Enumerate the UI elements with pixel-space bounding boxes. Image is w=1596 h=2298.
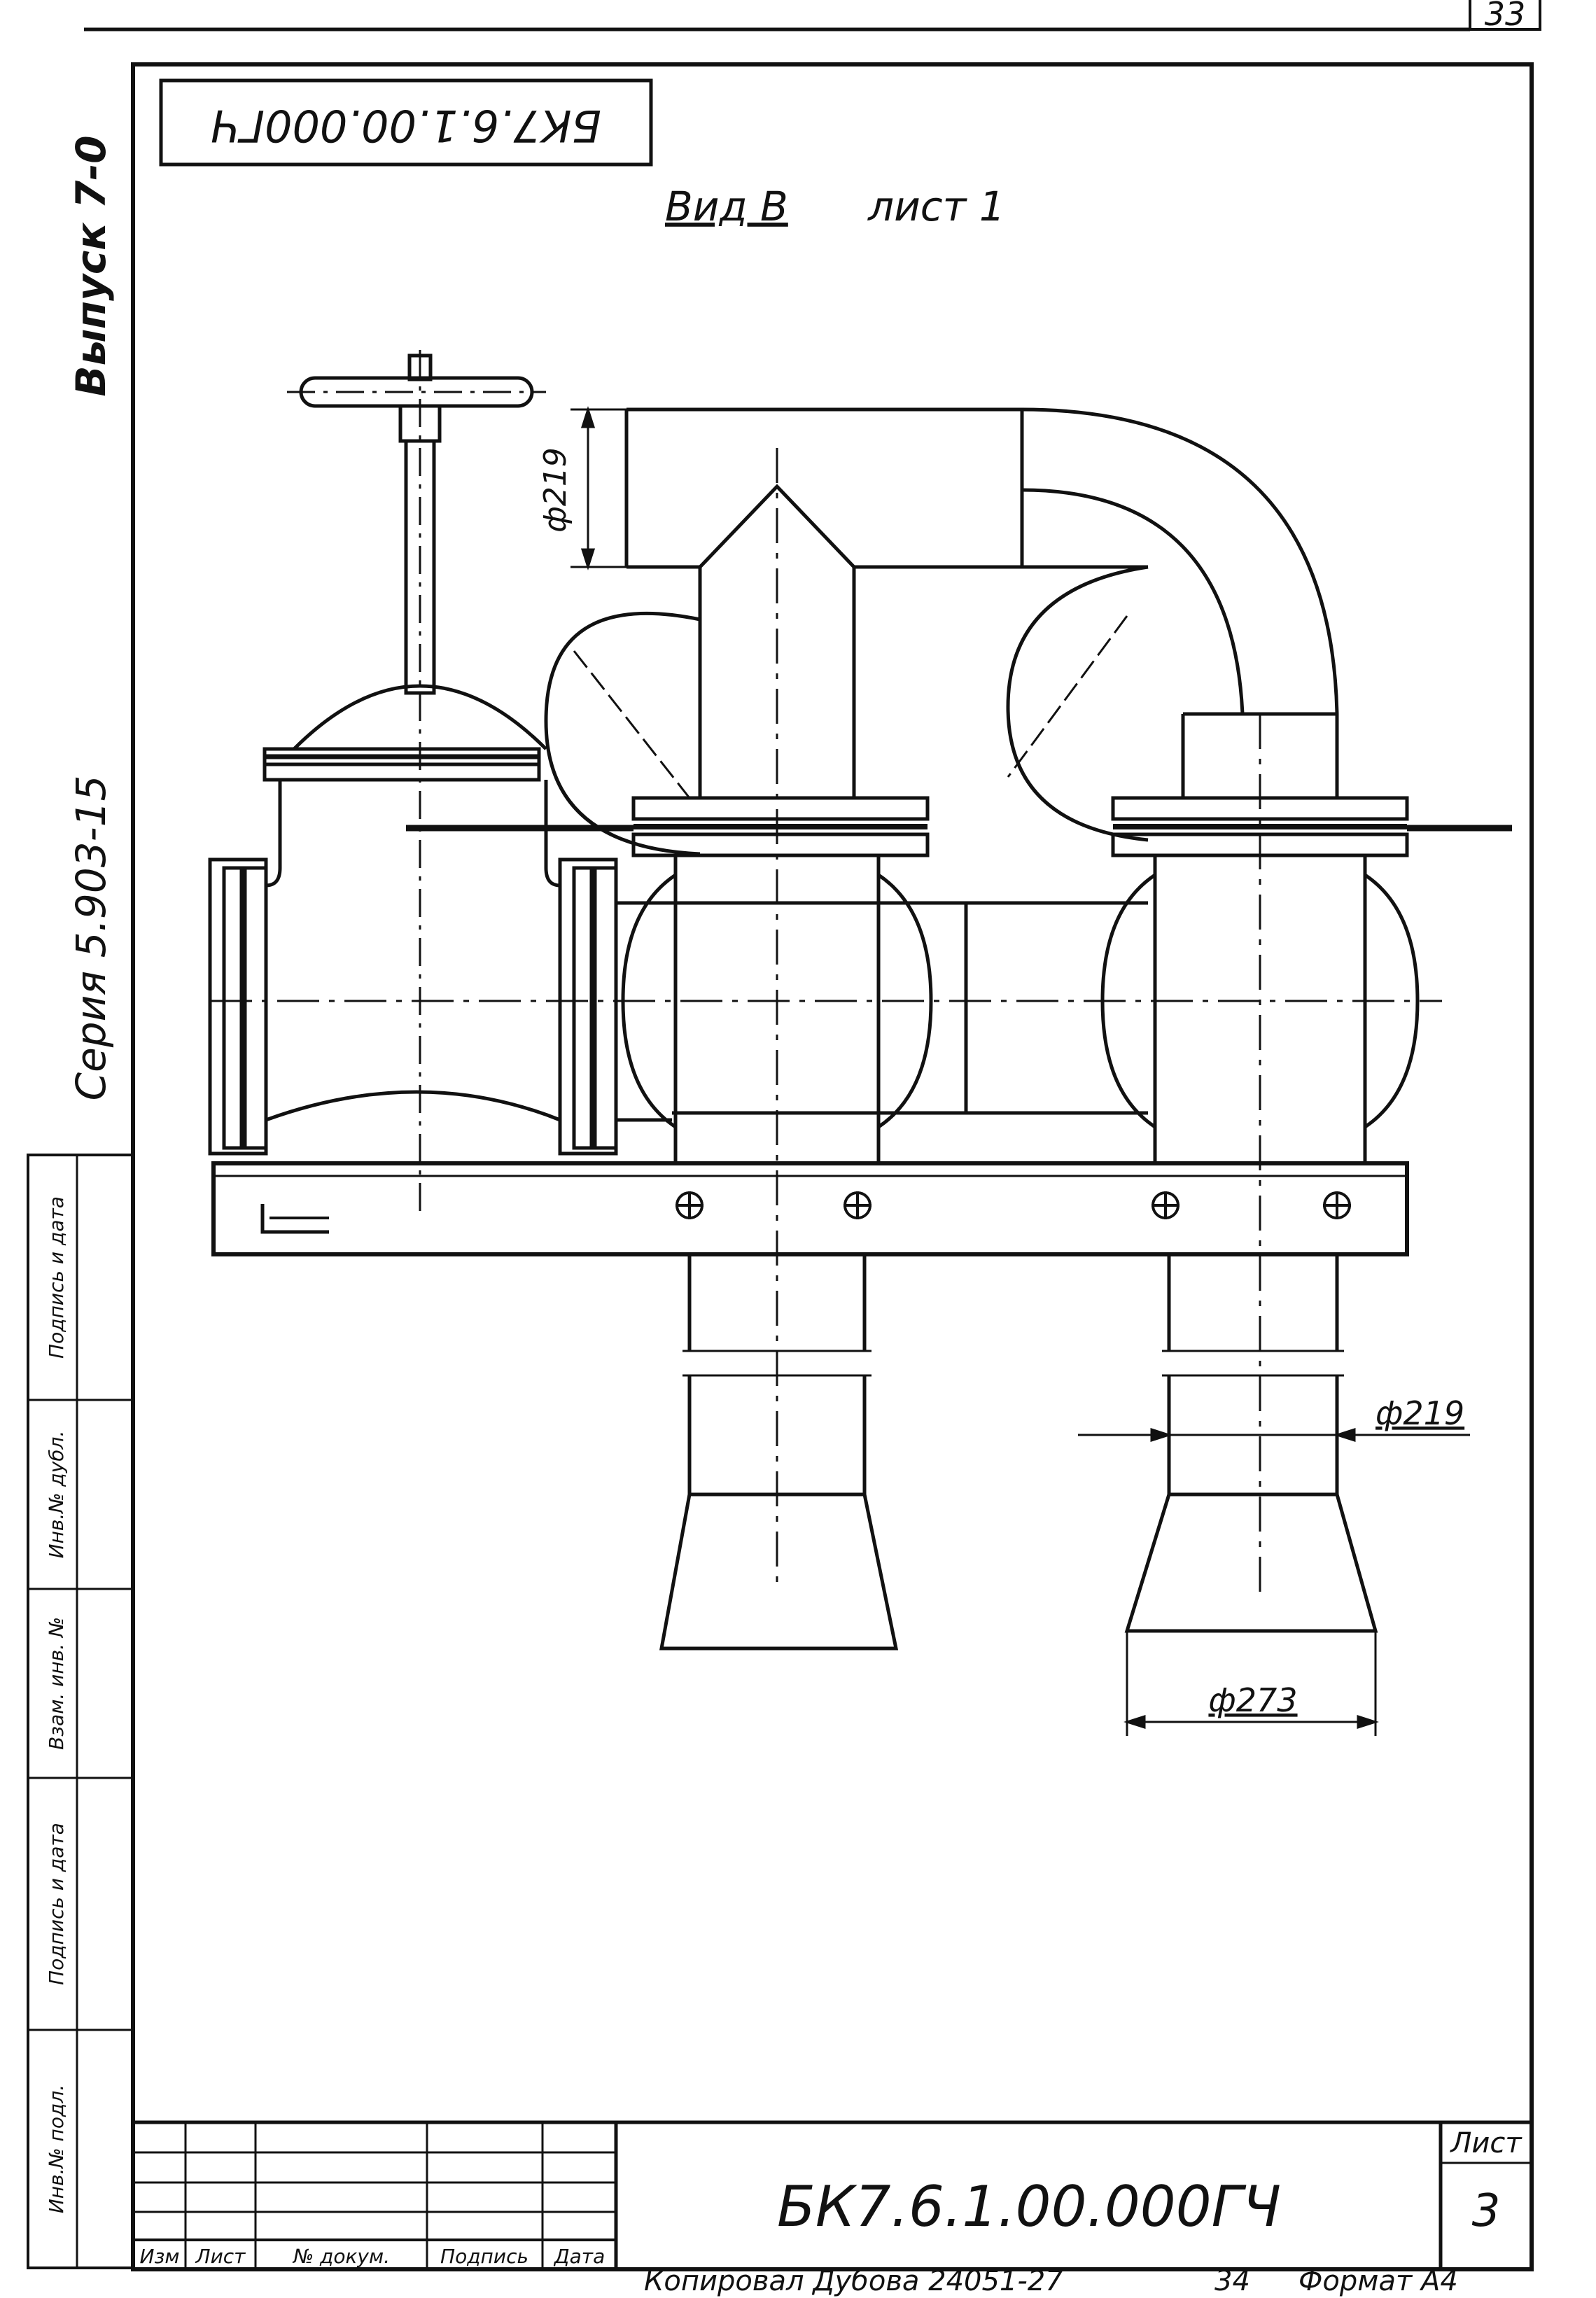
tb-col-sign: Подпись bbox=[440, 2245, 528, 2268]
right-outlet-pipe bbox=[1124, 1254, 1378, 1633]
tb-col-izm: Изм bbox=[140, 2245, 180, 2268]
sheet-number-top: 33 bbox=[1485, 0, 1526, 33]
tb-col-doc: № докум. bbox=[292, 2245, 390, 2268]
title-block bbox=[133, 2120, 1532, 2269]
base-frame bbox=[211, 1161, 1409, 1256]
issue-label: Выпуск 7-0 bbox=[67, 135, 115, 396]
dimension-right bbox=[1078, 1427, 1470, 1443]
side-stamp: Инв.№ подл. Подпись и дата Взам. инв. № … bbox=[27, 1154, 134, 2269]
series-label: Серия 5.903-15 bbox=[67, 776, 115, 1101]
footer-copied: Копировал Дубова 24051-27 bbox=[644, 2265, 1063, 2297]
tb-doc-code: БК7.6.1.00.000ГЧ bbox=[777, 2174, 1281, 2239]
header-pipe bbox=[672, 901, 1148, 1115]
footer-format: Формат А4 bbox=[1298, 2265, 1458, 2297]
left-branch bbox=[406, 407, 1022, 1582]
left-outlet-pipe bbox=[659, 1254, 899, 1651]
dim-top-d219: ф219 bbox=[538, 447, 573, 533]
stamp-sign-date-2: Подпись и дата bbox=[45, 1196, 68, 1359]
stamp-inv-dubl: Инв.№ дубл. bbox=[45, 1431, 68, 1559]
gate-valve bbox=[208, 350, 1442, 1218]
footer: Копировал Дубова 24051-27 34 Формат А4 bbox=[644, 2265, 1458, 2297]
footer-page: 34 bbox=[1214, 2265, 1250, 2297]
tb-sheet-number: 3 bbox=[1472, 2185, 1501, 2237]
mirrored-doc-code: БК7.6.1.00.000ГЧ bbox=[211, 100, 601, 151]
view-sheet-ref: лист 1 bbox=[867, 183, 1005, 230]
sheet-frame bbox=[84, 0, 1541, 2271]
dim-right-d219: ф219 bbox=[1376, 1394, 1464, 1432]
mirrored-code-box: БК7.6.1.00.000ГЧ bbox=[159, 78, 653, 167]
tb-col-date: Дата bbox=[553, 2245, 606, 2268]
anchor-bolts bbox=[676, 1191, 1351, 1219]
dimension-bottom bbox=[1124, 1631, 1379, 1736]
tb-sheet-label: Лист bbox=[1449, 2127, 1522, 2159]
stamp-inv-podl: Инв.№ подл. bbox=[45, 2085, 68, 2213]
view-title: Вид В bbox=[665, 183, 788, 230]
stamp-vzam-inv: Взам. инв. № bbox=[45, 1617, 68, 1750]
dim-bottom-d273: ф273 bbox=[1208, 1681, 1297, 1719]
dimension-top bbox=[570, 406, 626, 570]
stamp-sign-date-1: Подпись и дата bbox=[45, 1823, 68, 1985]
tb-col-list: Лист bbox=[195, 2245, 246, 2268]
